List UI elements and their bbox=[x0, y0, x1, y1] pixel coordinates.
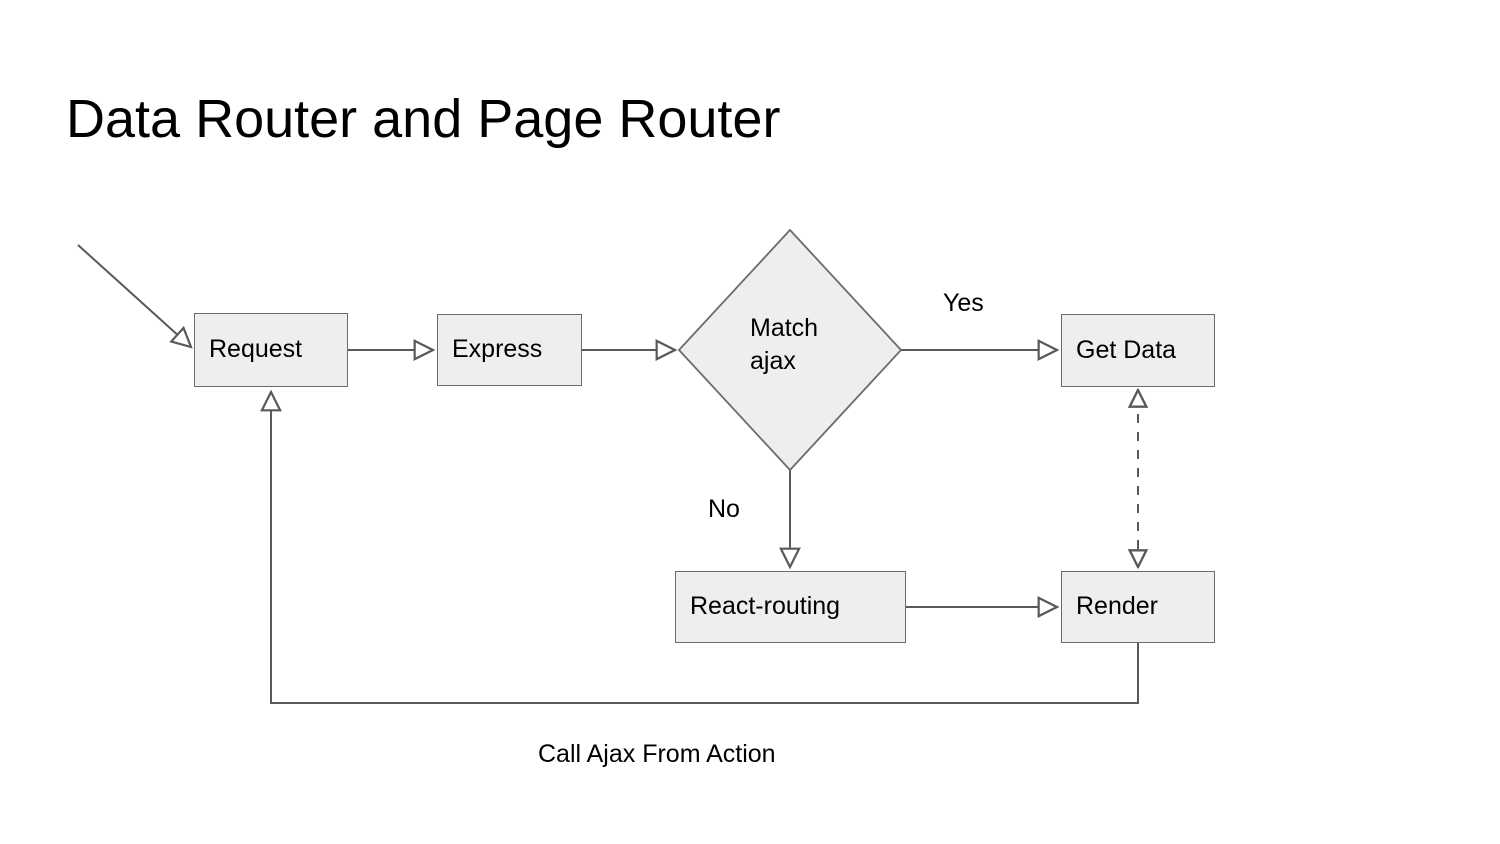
node-render-label: Render bbox=[1076, 592, 1158, 621]
diagram-caption: Call Ajax From Action bbox=[538, 740, 776, 768]
page-title: Data Router and Page Router bbox=[66, 89, 781, 149]
edge-label-no: No bbox=[708, 495, 740, 523]
node-get-data[interactable]: Get Data bbox=[1061, 314, 1215, 387]
node-get-data-label: Get Data bbox=[1076, 335, 1177, 364]
edge-entry-to-request bbox=[77, 244, 191, 347]
node-render[interactable]: Render bbox=[1061, 571, 1215, 643]
node-match-ajax-shape bbox=[677, 228, 903, 472]
node-react-routing-label: React-routing bbox=[690, 592, 841, 621]
node-express[interactable]: Express bbox=[437, 314, 582, 386]
node-request[interactable]: Request bbox=[194, 313, 348, 387]
node-express-label: Express bbox=[452, 335, 543, 364]
edge-label-yes: Yes bbox=[943, 289, 984, 317]
node-react-routing[interactable]: React-routing bbox=[675, 571, 906, 643]
edge-render-to-request bbox=[271, 392, 1139, 704]
node-match-ajax-label: Match ajax bbox=[750, 314, 819, 375]
node-request-label: Request bbox=[209, 335, 303, 364]
